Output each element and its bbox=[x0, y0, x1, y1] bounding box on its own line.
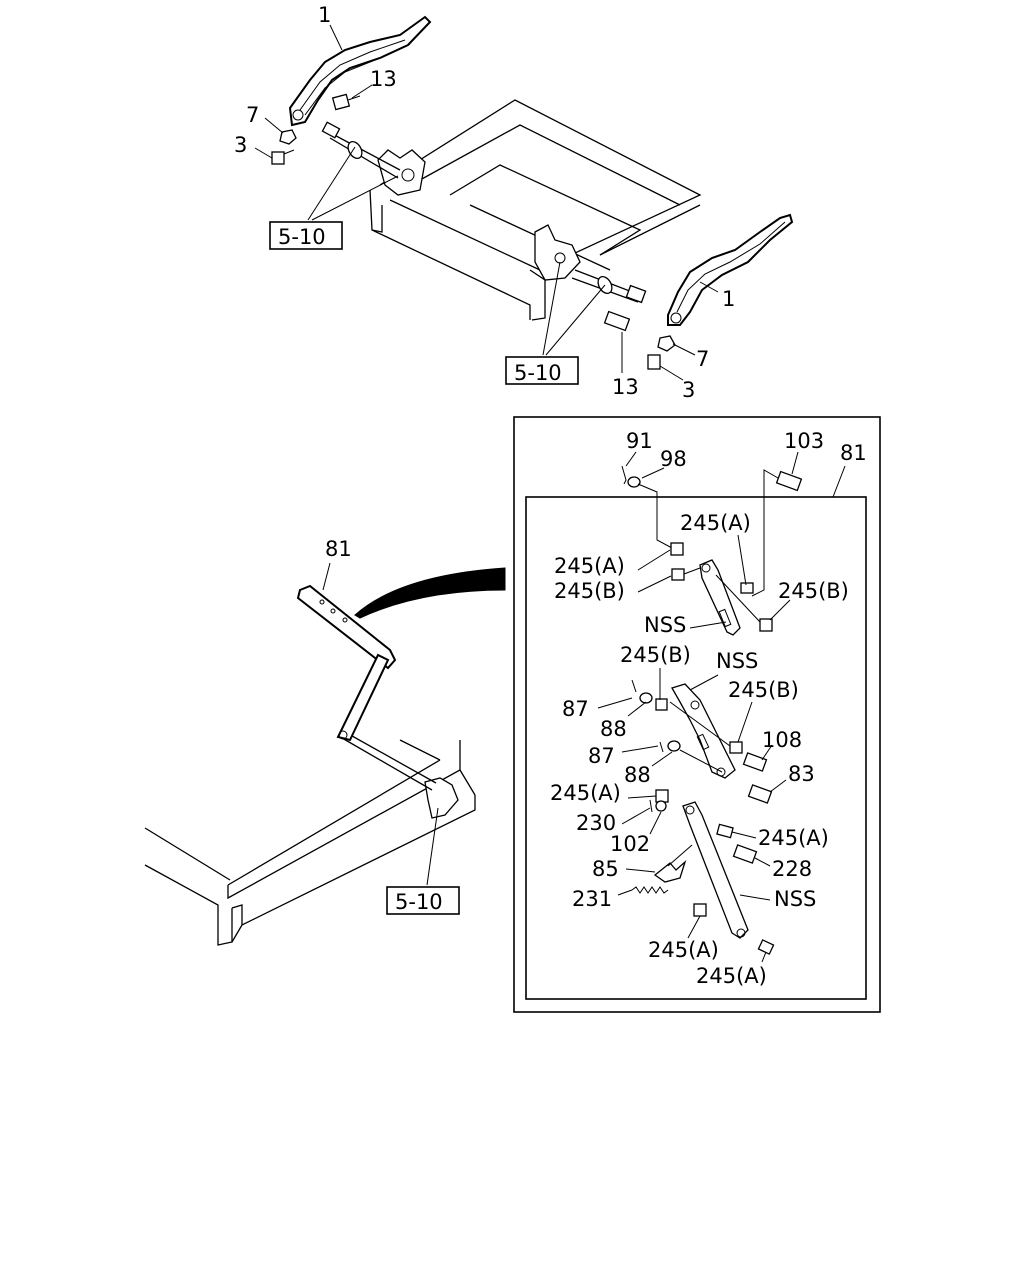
callout-87-upper: 87 bbox=[562, 697, 589, 721]
callout-81-assembly: 81 bbox=[325, 537, 352, 561]
bolt-3-left bbox=[271, 151, 285, 165]
callout-102: 102 bbox=[610, 832, 650, 856]
bolt-13-right bbox=[603, 310, 631, 332]
callout-88-upper: 88 bbox=[600, 717, 627, 741]
callout-245b-upper-right: 245(B) bbox=[778, 579, 849, 603]
callout-83: 83 bbox=[788, 762, 815, 786]
ref-box-top-right bbox=[505, 356, 579, 385]
callout-85: 85 bbox=[592, 857, 619, 881]
ref-box-bottom-left bbox=[386, 886, 460, 915]
callout-81-detail: 81 bbox=[840, 441, 867, 465]
callout-13-left: 13 bbox=[370, 67, 397, 91]
callout-nss-1: NSS bbox=[644, 613, 686, 637]
ref-label-top-right: 5-10 bbox=[514, 361, 562, 385]
callout-3-left: 3 bbox=[234, 133, 247, 157]
nut-7-right bbox=[657, 335, 676, 352]
ref-box-top-left bbox=[269, 221, 343, 250]
callout-1-left: 1 bbox=[318, 3, 331, 27]
callout-245b-upper-left: 245(B) bbox=[554, 579, 625, 603]
callout-91: 91 bbox=[626, 429, 653, 453]
callout-245a-mid-left: 245(A) bbox=[550, 781, 621, 805]
callout-98: 98 bbox=[660, 447, 687, 471]
callout-245a-lower-right: 245(A) bbox=[696, 964, 767, 988]
callout-nss-2: NSS bbox=[716, 649, 758, 673]
top-frame-assembly bbox=[254, 15, 794, 381]
callout-245a-upper-right: 245(A) bbox=[680, 511, 751, 535]
callout-7-right: 7 bbox=[696, 347, 709, 371]
callout-245a-lower-left: 245(A) bbox=[648, 938, 719, 962]
ref-label-top-left: 5-10 bbox=[278, 225, 326, 249]
bolt-13-left bbox=[331, 93, 351, 111]
detail-outer-box bbox=[513, 416, 881, 1013]
callout-103: 103 bbox=[784, 429, 824, 453]
callout-245b-mid-right: 245(B) bbox=[728, 678, 799, 702]
ref-label-bottom-left: 5-10 bbox=[395, 890, 443, 914]
callout-245a-mid-right: 245(A) bbox=[758, 826, 829, 850]
callout-245a-upper-left: 245(A) bbox=[554, 554, 625, 578]
bolt-3-right bbox=[647, 354, 661, 370]
callout-7-left: 7 bbox=[246, 103, 259, 127]
callout-3-right: 3 bbox=[682, 378, 695, 402]
callout-13-right: 13 bbox=[612, 375, 639, 399]
callout-88-lower: 88 bbox=[624, 763, 651, 787]
lower-left-frame-assembly bbox=[144, 562, 506, 946]
detail-parts bbox=[597, 451, 846, 963]
callout-230: 230 bbox=[576, 811, 616, 835]
callout-231: 231 bbox=[572, 887, 612, 911]
detail-inner-box bbox=[525, 496, 867, 1000]
callout-nss-3: NSS bbox=[774, 887, 816, 911]
callout-108: 108 bbox=[762, 728, 802, 752]
callout-245b-mid-left: 245(B) bbox=[620, 643, 691, 667]
nut-7-left bbox=[279, 129, 297, 145]
detail-pointer-arrow bbox=[354, 567, 506, 619]
callout-87-lower: 87 bbox=[588, 744, 615, 768]
callout-228: 228 bbox=[772, 857, 812, 881]
callout-1-right: 1 bbox=[722, 287, 735, 311]
